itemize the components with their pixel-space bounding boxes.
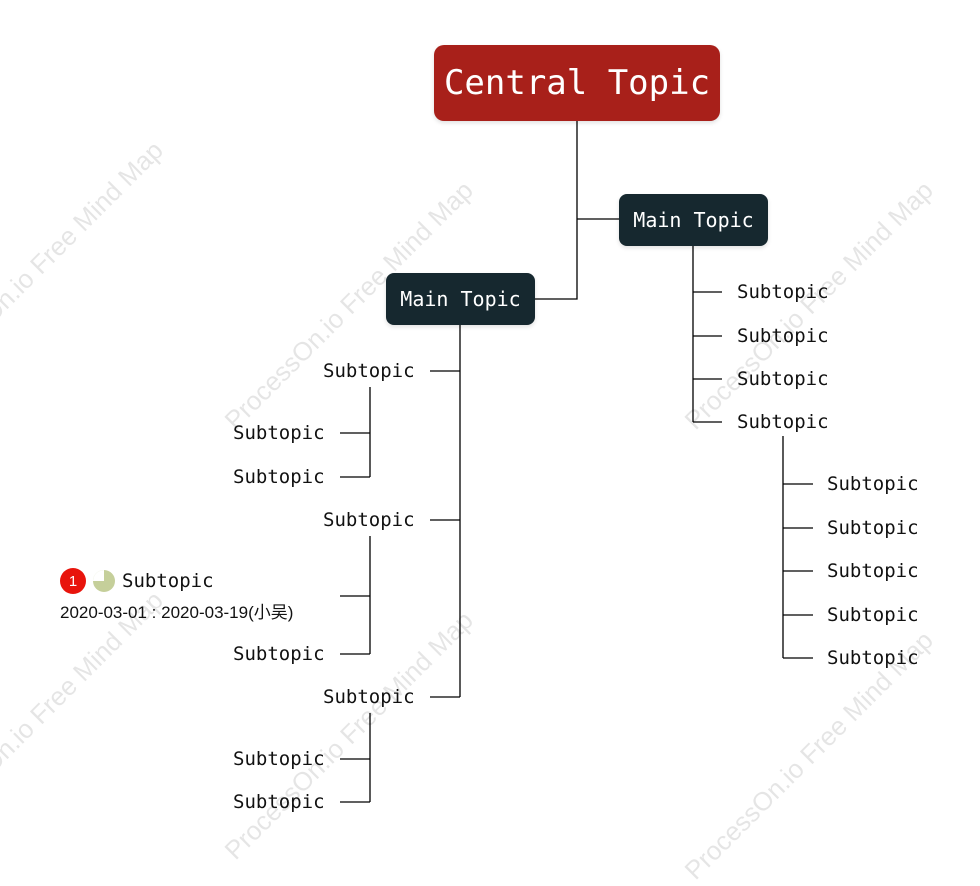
connector-right-nested-subs xyxy=(783,483,813,659)
connector-left-group-2 xyxy=(340,536,371,655)
priority-1-icon: 1 xyxy=(60,568,86,594)
subtopic[interactable]: Subtopic xyxy=(827,473,919,495)
subtopic[interactable]: Subtopic xyxy=(827,604,919,626)
subtopic[interactable]: Subtopic xyxy=(737,281,829,303)
subtopic[interactable]: Subtopic xyxy=(737,411,829,433)
task-date-range: 2020-03-01 : 2020-03-19(小吴) xyxy=(60,603,294,622)
progress-three-quarter-icon xyxy=(93,570,115,592)
subtopic-label: Subtopic xyxy=(122,570,214,592)
connector-left-group-3 xyxy=(340,713,371,803)
connector-left-group-1 xyxy=(340,387,371,478)
connector-left-subs xyxy=(430,370,460,698)
subtopic[interactable]: Subtopic xyxy=(737,325,829,347)
main-topic-right[interactable]: Main Topic xyxy=(619,194,768,246)
connector-central-left xyxy=(535,121,578,300)
task-subtopic[interactable]: 1 Subtopic 2020-03-01 : 2020-03-19(小吴) xyxy=(60,566,293,623)
subtopic[interactable]: Subtopic xyxy=(827,560,919,582)
subtopic[interactable]: Subtopic xyxy=(323,360,415,382)
subtopic[interactable]: Subtopic xyxy=(233,748,325,770)
main-topic-left[interactable]: Main Topic xyxy=(386,273,535,325)
subtopic[interactable]: Subtopic xyxy=(233,422,325,444)
subtopic[interactable]: Subtopic xyxy=(827,647,919,669)
central-topic[interactable]: Central Topic xyxy=(434,45,720,121)
subtopic[interactable]: Subtopic xyxy=(233,791,325,813)
subtopic[interactable]: Subtopic xyxy=(323,509,415,531)
subtopic[interactable]: Subtopic xyxy=(737,368,829,390)
connector-right-subs xyxy=(693,291,722,423)
subtopic[interactable]: Subtopic xyxy=(233,466,325,488)
subtopic[interactable]: Subtopic xyxy=(323,686,415,708)
subtopic[interactable]: Subtopic xyxy=(827,517,919,539)
subtopic[interactable]: Subtopic xyxy=(233,643,325,665)
